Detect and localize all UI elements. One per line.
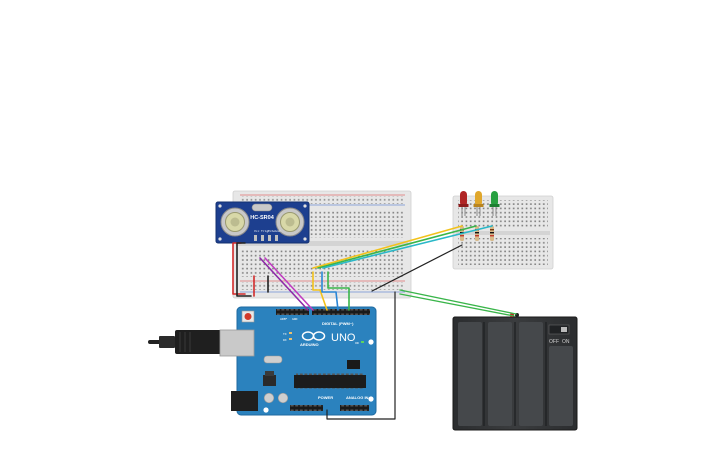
wire-cyan-led[interactable] [322,225,493,269]
resistor-yellow-led [475,226,479,241]
ultrasonic-sensor: HC-SR04 Vcc Trig Echo Gnd [215,201,310,244]
pin-gnd-label: GND [292,317,298,321]
tx-label: TX [283,332,287,336]
wire-yellow-led[interactable] [312,225,463,269]
pin-aref-label: AREF [280,317,287,321]
usb-cable [148,330,223,354]
wire-green-battery-1[interactable] [399,289,517,315]
wire-black-ground[interactable] [236,242,252,297]
rx-label: RX [283,338,287,342]
power-header-label: POWER [318,395,333,400]
wire-black-led-ground[interactable] [371,244,463,292]
sensor-pin-gnd: Gnd [275,229,281,233]
wire-black-vin[interactable] [326,291,396,420]
wire-green-led[interactable] [317,225,477,269]
mini-breadboard [452,195,554,270]
sensor-pin-echo: Echo [268,229,275,233]
on-led-label: ON [355,341,359,345]
sensor-model-label: HC-SR04 [250,215,274,221]
wire-yellow-digital[interactable] [312,271,328,311]
power-led [361,341,364,343]
wire-green-battery-2[interactable] [399,293,515,317]
wire-purple-trig[interactable] [259,257,309,311]
power-jack [231,391,258,411]
arduino-brand-label: ARDUINO [300,342,319,347]
sensor-pin-vcc: Vcc [254,229,260,233]
switch-off-label: OFF [549,339,559,345]
ultrasonic-transmitter [220,207,250,237]
switch-on-label: ON [562,339,570,345]
arduino-uno: AREF GND DIGITAL (PWM~) TX RX ARDUINO UN… [219,306,377,416]
led-yellow [473,191,484,216]
wire-green-digital[interactable] [327,271,350,311]
led-red [458,191,469,216]
arduino-logo: ARDUINO [300,331,326,347]
battery-switch[interactable] [548,324,570,335]
wire-magenta-echo[interactable] [264,257,314,311]
ultrasonic-receiver [275,207,305,237]
analog-header-label: ANALOG IN [346,395,369,400]
wires [232,225,517,420]
led-green [489,191,500,216]
digital-header-label: DIGITAL (PWM~) [322,321,354,326]
resistor-green-led [490,226,494,241]
wire-blue-digital[interactable] [321,271,339,311]
sensor-pin-trig: Trig [261,229,268,233]
atmega-chip [294,375,366,388]
battery-pack: OFF ON [452,313,578,431]
arduino-model-label: UNO [331,332,356,344]
reset-button[interactable] [244,313,252,320]
usb-port [219,329,255,357]
